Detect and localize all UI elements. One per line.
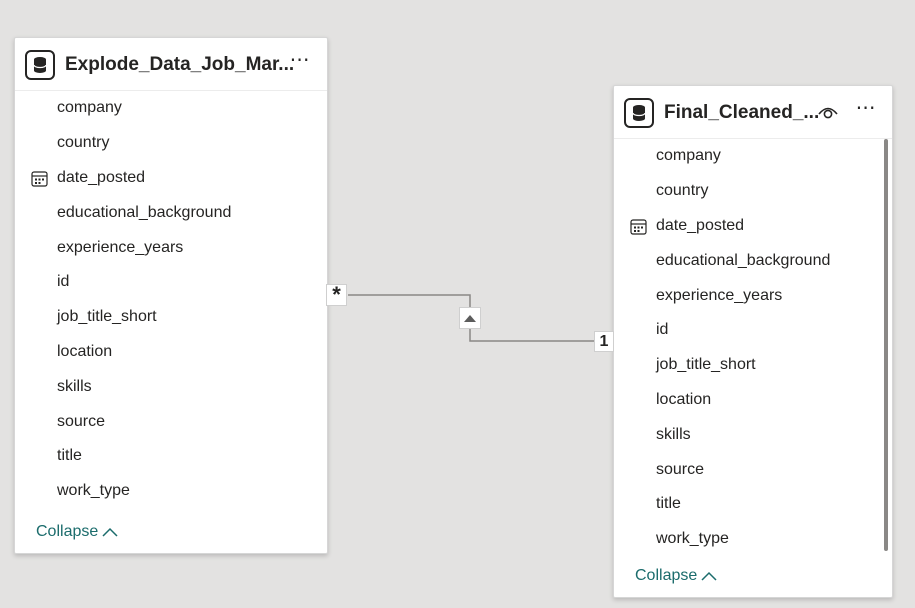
field-row[interactable]: title (614, 487, 892, 522)
field-row[interactable]: location (15, 335, 327, 370)
field-name: company (656, 147, 721, 165)
cardinality-many-marker: * (326, 282, 347, 307)
collapse-button[interactable]: Collapse (635, 567, 717, 585)
field-row[interactable]: experience_years (614, 278, 892, 313)
calendar-icon (31, 170, 48, 187)
field-row[interactable]: id (614, 313, 892, 348)
table-title: Explode_Data_Job_Mar... (65, 54, 295, 75)
field-name: country (656, 182, 709, 200)
field-row[interactable]: location (614, 383, 892, 418)
field-name: date_posted (57, 168, 146, 186)
field-row[interactable]: educational_background (15, 195, 327, 230)
field-row[interactable]: company (614, 139, 892, 174)
field-row[interactable]: country (15, 126, 327, 161)
field-row[interactable]: date_posted (15, 161, 327, 196)
more-options-icon[interactable]: ⋯ (289, 49, 311, 71)
field-row[interactable]: skills (614, 417, 892, 452)
table-card-final-cleaned[interactable]: Final_Cleaned_... ⋯ company country date_p… (613, 85, 893, 598)
chevron-up-icon (102, 527, 118, 537)
table-card-explode-data[interactable]: Explode_Data_Job_Mar... ⋯ company country… (14, 37, 328, 554)
field-name: educational_background (57, 203, 232, 221)
field-row[interactable]: experience_years (15, 230, 327, 265)
field-name: job_title_short (57, 308, 157, 326)
field-row[interactable]: work_type (614, 522, 892, 557)
table-header[interactable]: Explode_Data_Job_Mar... ⋯ (15, 38, 327, 91)
calendar-icon (630, 218, 647, 235)
field-row[interactable]: source (614, 452, 892, 487)
field-name: id (656, 321, 669, 339)
field-row[interactable]: educational_background (614, 243, 892, 278)
field-name: experience_years (57, 238, 184, 256)
field-name: work_type (57, 482, 130, 500)
field-list: company country date_posted educational_bac… (15, 91, 327, 509)
field-row[interactable]: work_type (15, 474, 327, 509)
more-options-icon[interactable]: ⋯ (855, 97, 877, 119)
cardinality-one-label: 1 (599, 332, 609, 350)
field-row[interactable]: date_posted (614, 209, 892, 244)
cross-filter-direction-marker[interactable] (459, 307, 481, 329)
field-name: skills (57, 377, 92, 395)
cardinality-many-label: * (332, 282, 341, 307)
field-name: company (57, 99, 122, 117)
field-name: country (57, 134, 110, 152)
field-name: work_type (656, 530, 729, 548)
chevron-up-icon (701, 571, 717, 581)
field-row[interactable]: title (15, 439, 327, 474)
field-name: source (57, 412, 106, 430)
field-name: source (656, 460, 705, 478)
field-list: company country date_posted educational_bac… (614, 139, 892, 557)
field-row[interactable]: country (614, 174, 892, 209)
field-row[interactable]: source (15, 404, 327, 439)
triangle-up-icon (464, 314, 476, 322)
field-name: experience_years (656, 286, 783, 304)
scrollbar[interactable] (884, 139, 888, 551)
database-icon (624, 98, 654, 128)
field-row[interactable]: company (15, 91, 327, 126)
field-name: educational_background (656, 251, 831, 269)
table-header[interactable]: Final_Cleaned_... ⋯ (614, 86, 892, 139)
collapse-label: Collapse (635, 567, 698, 584)
field-name: skills (656, 425, 691, 443)
collapse-label: Collapse (36, 523, 99, 540)
field-name: title (656, 495, 681, 513)
table-title: Final_Cleaned_... (664, 102, 820, 123)
field-row[interactable]: job_title_short (15, 300, 327, 335)
field-row[interactable]: id (15, 265, 327, 300)
collapse-button[interactable]: Collapse (36, 523, 118, 541)
cardinality-one-marker: 1 (594, 331, 614, 352)
field-name: location (57, 342, 113, 360)
field-name: date_posted (656, 216, 745, 234)
field-name: location (656, 390, 712, 408)
field-name: id (57, 273, 70, 291)
database-icon (25, 50, 55, 80)
eye-icon[interactable] (817, 103, 839, 121)
field-name: job_title_short (656, 356, 756, 374)
field-row[interactable]: skills (15, 369, 327, 404)
field-name: title (57, 447, 82, 465)
field-row[interactable]: job_title_short (614, 348, 892, 383)
